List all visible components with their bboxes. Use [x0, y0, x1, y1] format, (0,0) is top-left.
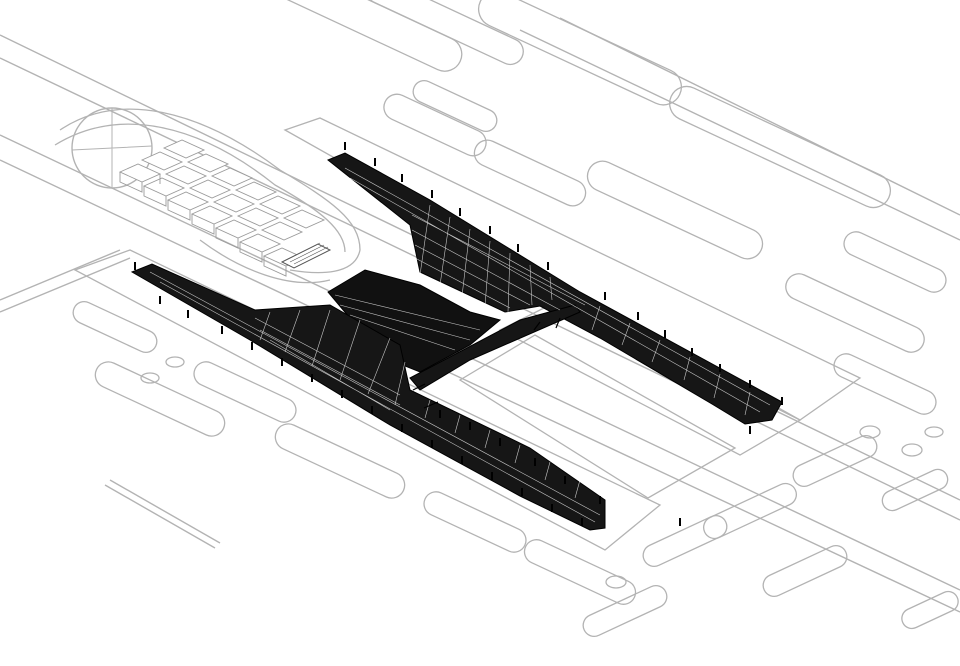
gate-bridges — [412, 317, 561, 409]
access-road — [59, 108, 361, 274]
access-road — [54, 123, 346, 253]
building — [236, 207, 280, 227]
taxiway — [642, 514, 728, 568]
building — [210, 167, 254, 187]
central-apron — [458, 334, 737, 499]
taxiway-marker — [165, 356, 185, 368]
building — [186, 153, 230, 173]
taxiway-marker — [605, 575, 627, 589]
building — [166, 191, 210, 211]
building — [212, 193, 256, 213]
building — [188, 179, 232, 199]
runway-line — [519, 29, 960, 241]
building — [214, 219, 258, 239]
taxiway — [193, 361, 297, 423]
taxiway-marker — [140, 372, 160, 384]
building — [238, 233, 282, 253]
building-wall — [215, 228, 239, 249]
taxiway — [473, 139, 587, 207]
building-wall — [239, 242, 263, 263]
building-wall — [143, 186, 167, 207]
runway-line — [0, 249, 121, 301]
taxiway — [833, 353, 937, 415]
airport-terminal — [130, 142, 783, 531]
taxiway — [523, 539, 637, 605]
taxiway — [669, 85, 891, 209]
taxiway — [94, 361, 226, 437]
taxiway — [72, 300, 158, 354]
taxiway — [582, 584, 668, 638]
taxiway — [785, 273, 925, 353]
city-blocks — [118, 139, 326, 277]
building — [164, 165, 208, 185]
building-wall — [119, 172, 161, 193]
taxiway-marker — [859, 425, 881, 439]
building — [282, 209, 326, 229]
taxiway — [412, 79, 498, 133]
building — [260, 221, 304, 241]
taxiway — [762, 544, 848, 598]
taxiway — [423, 491, 527, 553]
building-wall — [191, 214, 215, 235]
building — [140, 151, 184, 171]
aprons — [73, 117, 862, 551]
south-apron — [73, 249, 662, 551]
landside — [54, 107, 361, 284]
central-apron-edge — [498, 299, 802, 456]
taxiway-marker — [901, 443, 923, 457]
runway-line — [104, 484, 216, 549]
taxiway-marker — [924, 426, 944, 438]
taxiway — [703, 482, 797, 540]
building — [234, 181, 278, 201]
taxiway — [383, 93, 487, 157]
parking-structure — [280, 242, 332, 269]
runway-line — [0, 257, 131, 313]
taxiways — [72, 0, 959, 638]
taxiway — [843, 231, 947, 293]
taxiway — [366, 0, 524, 66]
building — [190, 205, 234, 225]
taxiway — [274, 423, 406, 499]
roundabout-cross — [71, 108, 153, 188]
runway-line — [109, 479, 221, 544]
building — [162, 139, 206, 159]
runway-line — [559, 17, 960, 216]
building — [142, 177, 186, 197]
building — [258, 195, 302, 215]
building-wall — [167, 200, 191, 221]
taxiway — [792, 434, 878, 488]
access-road — [199, 239, 331, 284]
taxiway — [901, 590, 959, 630]
building-wall — [263, 256, 287, 277]
boarding-gates — [134, 142, 783, 526]
roof-grid — [149, 167, 771, 523]
north-concourse — [327, 152, 783, 425]
taxiway — [477, 0, 683, 106]
taxiway — [881, 468, 949, 512]
taxiway — [586, 160, 764, 260]
